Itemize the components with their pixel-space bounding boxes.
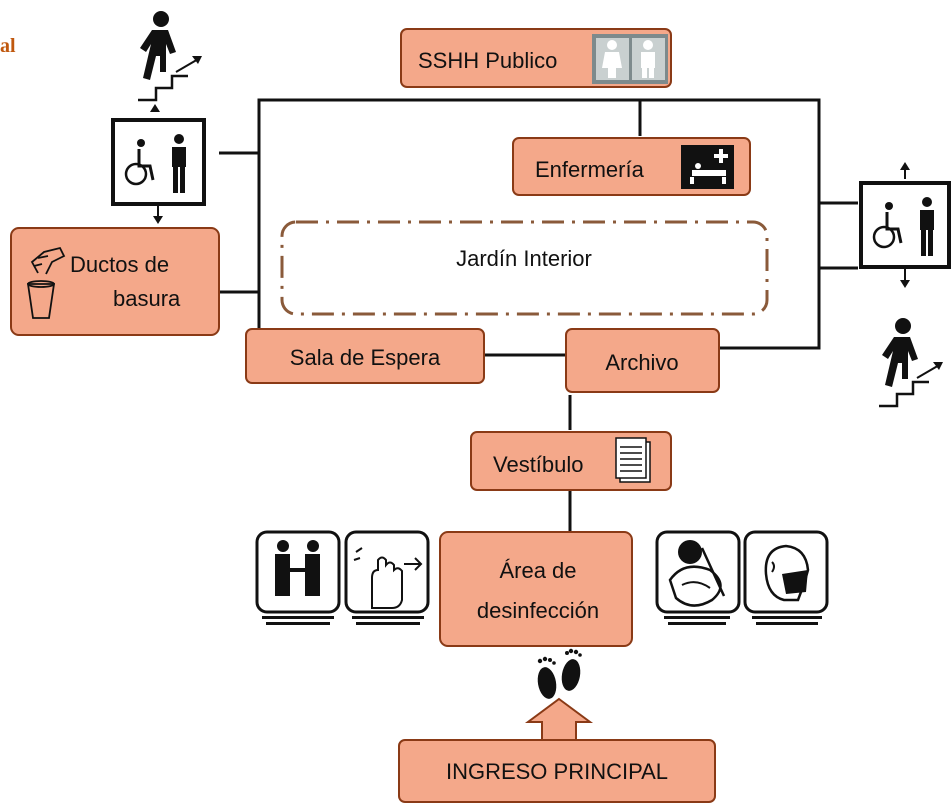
ductos-label-line1: Ductos de — [70, 252, 169, 277]
room-ductos-basura: Ductos de basura — [10, 227, 220, 336]
distancing-sign-icon — [255, 530, 341, 625]
sala-espera-label: Sala de Espera — [290, 345, 441, 370]
ingreso-label: INGRESO PRINCIPAL — [446, 759, 668, 784]
connectors — [219, 98, 858, 532]
jardin-interior: Jardín Interior — [280, 220, 769, 316]
restroom-icon — [592, 34, 668, 84]
jardin-outline — [280, 220, 769, 316]
desinfeccion-box — [439, 531, 633, 647]
document-icon — [615, 437, 651, 483]
trash-chute-icon — [26, 246, 66, 319]
elevator-icon — [111, 104, 206, 224]
hand-wash-sign-icon — [655, 530, 741, 625]
sala-espera-box — [245, 328, 485, 384]
room-sshh-publico: SSHH Publico — [400, 28, 672, 88]
stairs-up-icon — [138, 11, 202, 102]
archivo-box — [565, 328, 720, 393]
elevator-icon-right — [859, 162, 951, 288]
desinfeccion-label-line1: Área de — [499, 558, 576, 583]
nurse-station-icon — [681, 145, 734, 189]
sshh-label: SSHH Publico — [418, 48, 557, 73]
footprints-icon — [537, 648, 582, 699]
room-sala-espera: Sala de Espera — [245, 328, 485, 384]
room-area-desinfeccion: Área de desinfección — [439, 531, 633, 647]
entry-arrow-icon — [524, 697, 594, 741]
room-enfermeria: Enfermería — [512, 137, 751, 196]
room-vestibulo: Vestíbulo — [470, 431, 672, 491]
ingreso-box — [398, 739, 716, 803]
mask-sign-icon — [743, 530, 829, 625]
stairs-up-icon-right — [879, 318, 943, 408]
cut-off-title-fragment: al — [0, 35, 16, 57]
room-archivo: Archivo — [565, 328, 720, 393]
main-block-outline — [257, 98, 821, 350]
vestibulo-label: Vestíbulo — [493, 452, 584, 477]
no-touch-sign-icon — [344, 530, 430, 625]
desinfeccion-label-line2: desinfección — [477, 598, 599, 623]
archivo-label: Archivo — [605, 350, 678, 375]
ductos-label-line2: basura — [113, 286, 181, 311]
enfermeria-label: Enfermería — [535, 157, 645, 182]
room-ingreso-principal: INGRESO PRINCIPAL — [398, 739, 716, 803]
jardin-label: Jardín Interior — [456, 246, 592, 271]
